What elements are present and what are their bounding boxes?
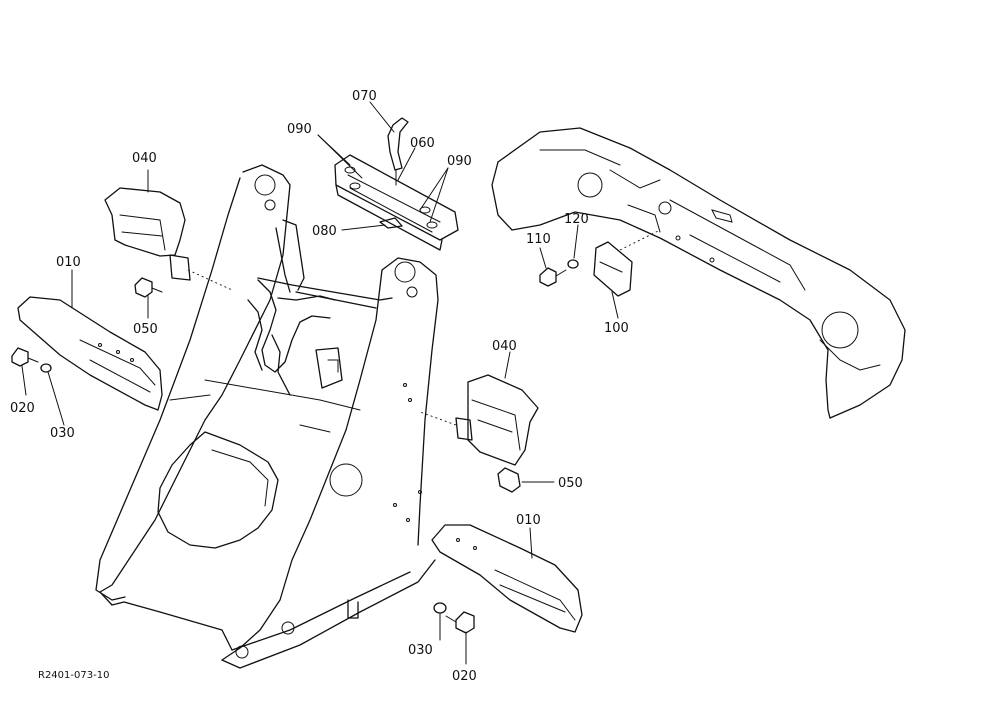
cover-040-upper [104,187,233,291]
bracket-100 [593,229,661,297]
leader-lines [21,101,619,665]
bolt-020-right [445,611,475,634]
callout-080: 080 [312,224,337,239]
callout-020-left: 020 [10,401,35,416]
bolt-050-left [134,277,163,298]
drawing-code: R2401-073-10 [38,670,109,681]
washer-030-right [433,602,447,614]
callout-050-right: 050 [558,476,583,491]
callout-060: 060 [410,136,435,151]
callout-020-right: 020 [452,669,477,684]
callout-030-right: 030 [408,643,433,658]
callout-010-right: 010 [516,513,541,528]
washer-030-left [40,363,52,373]
callout-090-right: 090 [447,154,472,169]
cover-010-left [17,296,163,411]
washer-120 [567,259,579,269]
bolt-050-right [497,467,521,493]
cover-010-right [431,524,583,633]
callout-050-left: 050 [133,322,158,337]
callout-120: 120 [564,212,589,227]
callout-100: 100 [604,321,629,336]
boom-arm [491,127,906,419]
cover-040-right [419,374,539,466]
bolt-110 [539,267,567,287]
callout-040-upper: 040 [132,151,157,166]
callout-110: 110 [526,232,551,247]
callouts: 070 090 060 090 080 040 010 050 020 030 … [10,89,629,684]
bolt-020-left [11,347,39,367]
callout-010-left: 010 [56,255,81,270]
callout-070: 070 [352,89,377,104]
callout-040-right: 040 [492,339,517,354]
main-frame [95,164,439,669]
callout-090-left: 090 [287,122,312,137]
slide-bracket-060 [334,117,459,251]
callout-030-left: 030 [50,426,75,441]
